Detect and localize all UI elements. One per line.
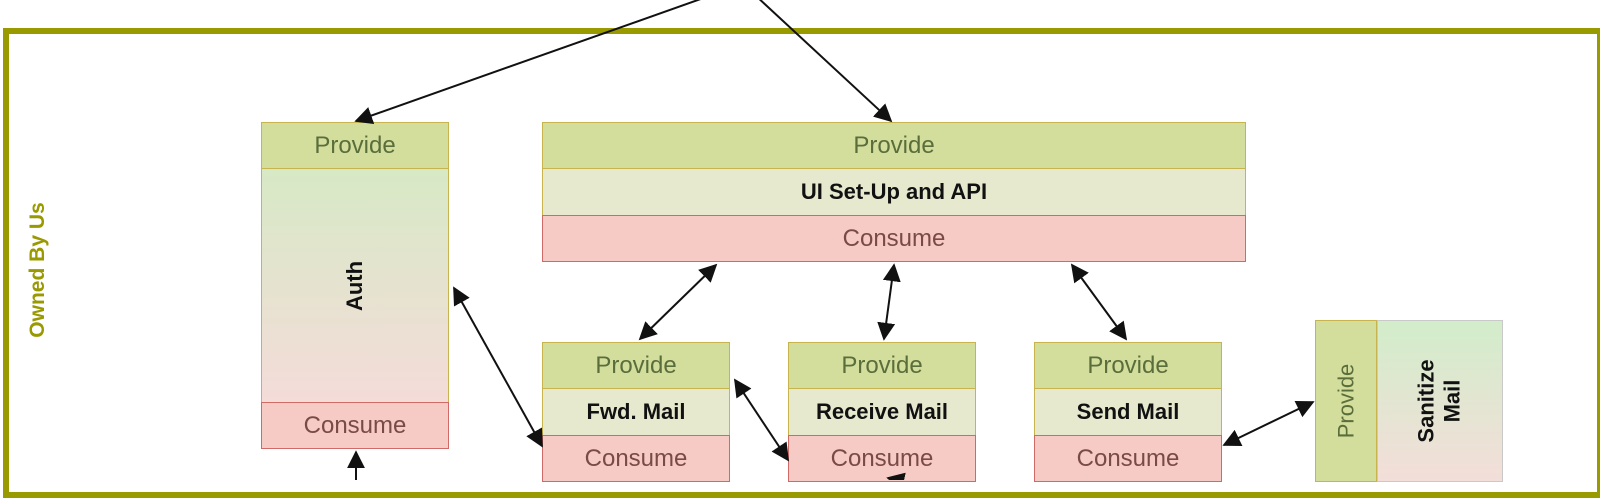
ui-api-name: UI Set-Up and API xyxy=(542,169,1246,215)
sanitize-mail-provide: Provide xyxy=(1315,320,1377,482)
fwd-mail-name: Fwd. Mail xyxy=(542,389,730,435)
receive-mail-provide: Provide xyxy=(788,342,976,389)
ui-api-consume: Consume xyxy=(542,215,1246,262)
auth-name: Auth xyxy=(342,260,367,311)
auth-body: Auth xyxy=(261,169,449,402)
auth-provide: Provide xyxy=(261,122,449,169)
send-mail-provide: Provide xyxy=(1034,342,1222,389)
ui-api-provide: Provide xyxy=(542,122,1246,169)
send-mail-consume: Consume xyxy=(1034,435,1222,482)
send-mail-name: Send Mail xyxy=(1034,389,1222,435)
sanitize-mail-name: Sanitize Mail xyxy=(1413,359,1465,443)
sanitize-mail-body: Sanitize Mail xyxy=(1377,320,1503,482)
receive-mail-name: Receive Mail xyxy=(788,389,976,435)
receive-mail-consume: Consume xyxy=(788,435,976,482)
auth-consume: Consume xyxy=(261,402,449,449)
region-label: Owned By Us xyxy=(26,202,49,338)
fwd-mail-provide: Provide xyxy=(542,342,730,389)
fwd-mail-consume: Consume xyxy=(542,435,730,482)
